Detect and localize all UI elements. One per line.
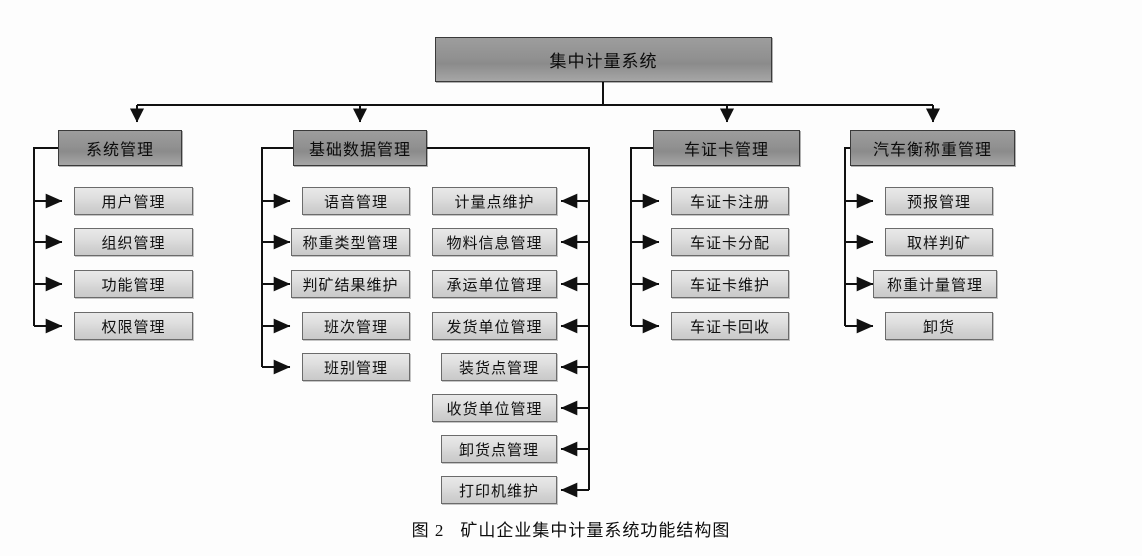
node-leaf-label: 权限管理: [101, 319, 166, 336]
node-leaf[interactable]: 收货单位管理: [432, 394, 557, 422]
node-leaf-label: 卸货点管理: [458, 442, 539, 459]
node-branch-vehicle-card-management[interactable]: 车证卡管理: [653, 130, 800, 166]
node-leaf-label: 组织管理: [101, 235, 166, 252]
node-leaf-label: 用户管理: [101, 194, 166, 211]
node-leaf-label: 称重计量管理: [886, 277, 983, 294]
node-leaf-label: 取样判矿: [906, 235, 971, 252]
node-leaf-label: 称重类型管理: [302, 235, 399, 252]
node-leaf-label: 发货单位管理: [446, 319, 543, 336]
node-branch-label: 基础数据管理: [308, 142, 411, 159]
node-leaf[interactable]: 班别管理: [302, 353, 410, 381]
node-leaf[interactable]: 用户管理: [74, 187, 193, 215]
node-leaf-label: 装货点管理: [458, 360, 539, 377]
node-branch-truck-scale-weighing-management[interactable]: 汽车衡称重管理: [850, 130, 1015, 166]
node-leaf[interactable]: 称重计量管理: [873, 270, 997, 298]
node-leaf[interactable]: 车证卡注册: [671, 187, 789, 215]
node-leaf-label: 计量点维护: [454, 194, 535, 211]
node-leaf[interactable]: 语音管理: [302, 187, 410, 215]
node-leaf[interactable]: 计量点维护: [432, 187, 557, 215]
node-leaf[interactable]: 称重类型管理: [291, 228, 410, 256]
node-root-label: 集中计量系统: [549, 52, 658, 71]
node-branch-basic-data-management[interactable]: 基础数据管理: [293, 130, 427, 166]
node-leaf[interactable]: 卸货点管理: [441, 435, 557, 463]
node-leaf[interactable]: 装货点管理: [441, 353, 557, 381]
node-leaf[interactable]: 判矿结果维护: [291, 270, 410, 298]
node-leaf[interactable]: 车证卡回收: [671, 312, 789, 340]
node-leaf-label: 车证卡维护: [689, 277, 770, 294]
node-branch-label: 车证卡管理: [683, 142, 769, 159]
node-leaf-label: 车证卡注册: [689, 194, 770, 211]
node-leaf[interactable]: 组织管理: [74, 228, 193, 256]
node-leaf-label: 卸货: [922, 319, 955, 336]
node-leaf[interactable]: 班次管理: [302, 312, 410, 340]
node-branch-label: 系统管理: [85, 142, 154, 159]
figure-caption: 图 2 矿山企业集中计量系统功能结构图: [0, 516, 1142, 541]
node-leaf[interactable]: 承运单位管理: [432, 270, 557, 298]
node-leaf-label: 预报管理: [906, 194, 971, 211]
node-leaf[interactable]: 物料信息管理: [432, 228, 557, 256]
node-leaf-label: 收货单位管理: [446, 401, 543, 418]
node-leaf[interactable]: 预报管理: [885, 187, 993, 215]
node-leaf-label: 打印机维护: [458, 483, 539, 500]
node-leaf[interactable]: 卸货: [885, 312, 993, 340]
node-leaf[interactable]: 发货单位管理: [432, 312, 557, 340]
node-branch-label: 汽车衡称重管理: [872, 142, 992, 159]
node-leaf-label: 承运单位管理: [446, 277, 543, 294]
node-root[interactable]: 集中计量系统: [435, 37, 772, 82]
node-leaf-label: 判矿结果维护: [302, 277, 399, 294]
node-leaf-label: 语音管理: [323, 194, 388, 211]
node-leaf[interactable]: 取样判矿: [885, 228, 993, 256]
figure-caption-text: 矿山企业集中计量系统功能结构图: [460, 521, 731, 540]
node-leaf-label: 班别管理: [323, 360, 388, 377]
node-leaf-label: 班次管理: [323, 319, 388, 336]
node-leaf[interactable]: 车证卡维护: [671, 270, 789, 298]
node-leaf[interactable]: 功能管理: [74, 270, 193, 298]
node-leaf[interactable]: 车证卡分配: [671, 228, 789, 256]
node-leaf[interactable]: 权限管理: [74, 312, 193, 340]
node-branch-system-management[interactable]: 系统管理: [58, 130, 182, 166]
node-leaf-label: 物料信息管理: [446, 235, 543, 252]
node-leaf-label: 车证卡回收: [689, 319, 770, 336]
node-leaf-label: 车证卡分配: [689, 235, 770, 252]
node-leaf[interactable]: 打印机维护: [441, 476, 557, 504]
node-leaf-label: 功能管理: [101, 277, 166, 294]
figure-caption-number: 图 2: [411, 521, 445, 540]
